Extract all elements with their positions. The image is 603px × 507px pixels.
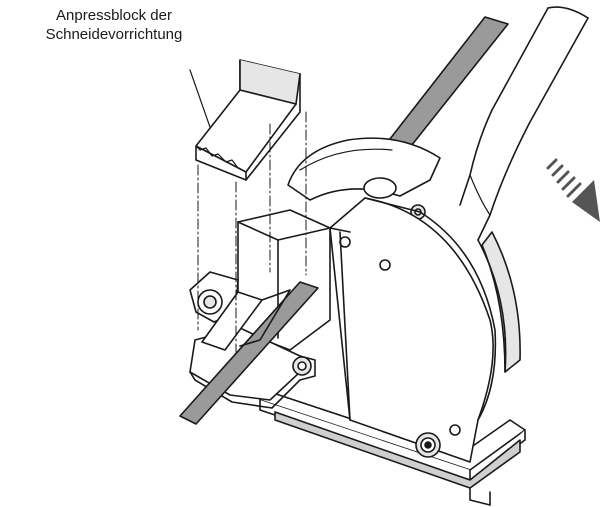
callout-label-line-2: Schneidevorrichtung (45, 26, 183, 43)
material-strip-lower (179, 281, 319, 425)
pressure-block (195, 59, 301, 181)
hex-socket-screw (415, 432, 441, 458)
rear-guard (477, 231, 521, 373)
base-plate (259, 391, 526, 506)
callout-label-line-1: Anpressblock der (56, 7, 172, 24)
cutter-body (329, 197, 497, 463)
lever-handle (459, 6, 589, 241)
callout-label: Anpressblock der Schneidevorrichtung (8, 6, 220, 44)
motion-direction-arrow-icon (546, 158, 600, 222)
small-screw (292, 356, 312, 376)
alignment-lines (197, 111, 307, 357)
clamp-block (189, 209, 331, 409)
